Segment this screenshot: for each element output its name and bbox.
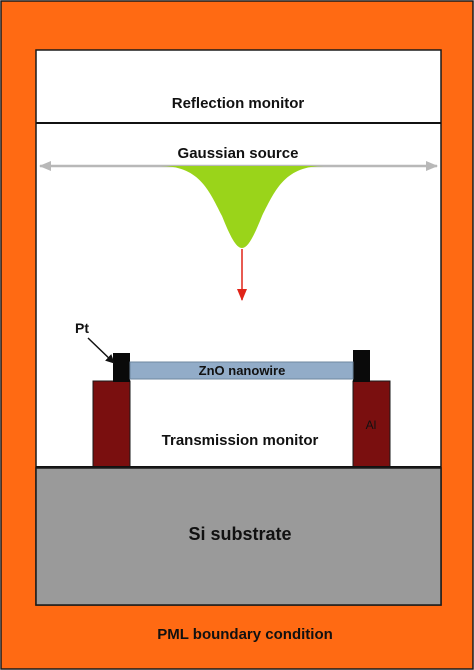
pt-contact-left [113, 353, 130, 382]
al-label: Al [366, 418, 377, 432]
reflection-monitor-label: Reflection monitor [172, 95, 305, 112]
gaussian-source-label: Gaussian source [178, 145, 299, 162]
zno-nanowire-label: ZnO nanowire [199, 363, 286, 378]
si-substrate-label: Si substrate [188, 524, 291, 544]
si-substrate [35, 467, 442, 606]
al-electrode-right [352, 380, 391, 468]
al-electrode-left [92, 380, 131, 468]
pml-boundary-label: PML boundary condition [157, 626, 333, 643]
gaussian-profile-shape [160, 166, 324, 248]
zno-nanowire [129, 361, 354, 380]
pt-label: Pt [75, 320, 89, 336]
transmission-monitor-label: Transmission monitor [162, 432, 319, 449]
pt-pointer-arrow [87, 337, 115, 364]
pt-contact-right [353, 350, 370, 382]
